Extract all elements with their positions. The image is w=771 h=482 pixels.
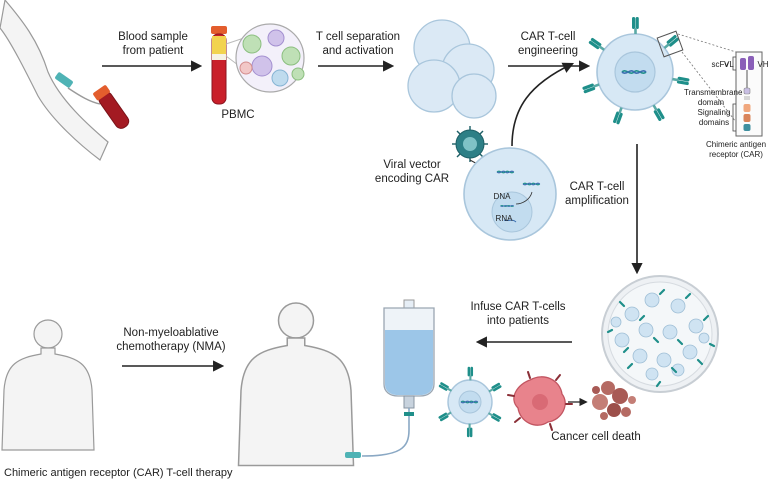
pbmc-zoom-circle	[235, 23, 305, 93]
arm-catheter	[345, 452, 361, 458]
viral-vector	[452, 126, 494, 173]
car-t-cell-attacking	[437, 366, 503, 438]
label-scfv: scFv	[711, 60, 729, 69]
patient-figure-infusion	[237, 302, 355, 467]
amplification-dish	[601, 275, 719, 393]
car-zoom-box	[656, 30, 684, 58]
process-arrows	[102, 60, 643, 372]
tumor-cell	[507, 371, 573, 431]
label-vl: VL	[724, 60, 734, 69]
transduced-cell	[463, 147, 557, 241]
separated-t-cells	[407, 19, 497, 119]
label-dna: DNA	[493, 192, 511, 201]
car-structure-detail	[732, 51, 763, 137]
car-t-cell	[582, 17, 690, 125]
pbmc-tube	[211, 26, 227, 105]
patient-figure-chemo	[1, 319, 95, 451]
label-cancer-death: Cancer cell death	[551, 431, 641, 443]
blood-sample-tube	[93, 85, 130, 129]
figure-caption: Chimeric antigen receptor (CAR) T-cell t…	[4, 467, 233, 479]
label-pbmc: PBMC	[221, 109, 255, 121]
label-vh: VH	[757, 60, 769, 69]
dead-cancer-cell	[592, 381, 636, 420]
label-rna: RNA	[495, 214, 513, 223]
iv-bag	[361, 299, 435, 457]
arrow-vector-to-engineering	[511, 62, 575, 147]
patient-arm-illustration	[0, 0, 109, 161]
